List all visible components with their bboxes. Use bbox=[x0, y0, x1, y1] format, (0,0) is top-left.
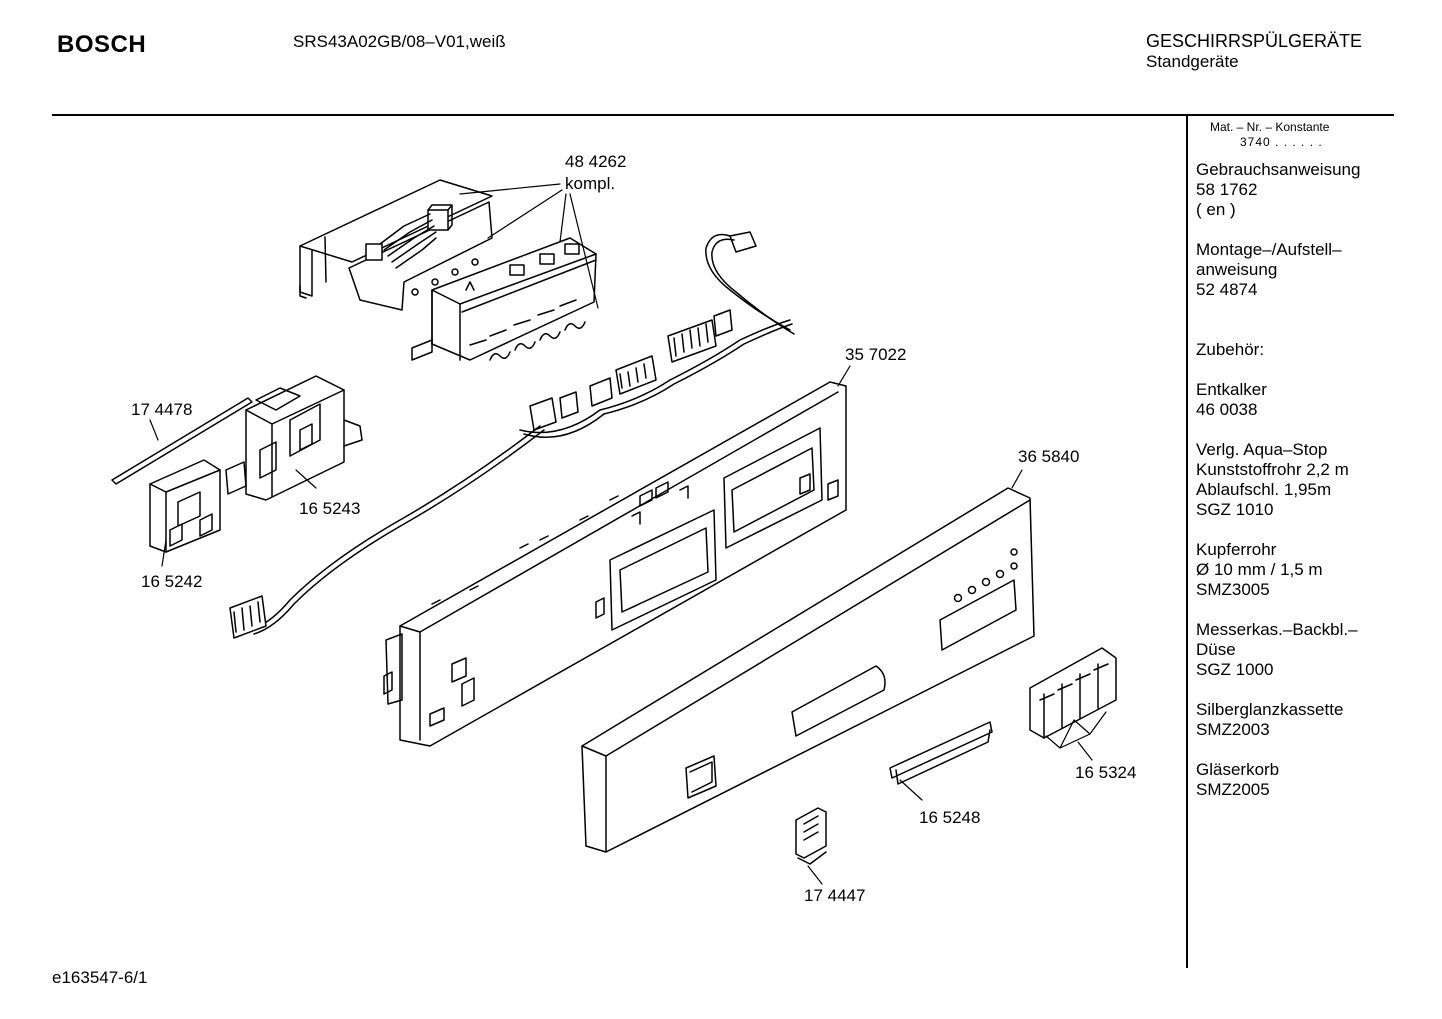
sidebar-line: SMZ2005 bbox=[1196, 780, 1270, 799]
part-label-484262: 48 4262 bbox=[565, 152, 627, 171]
part-note-kompl: kompl. bbox=[565, 174, 616, 193]
part-label-365840: 36 5840 bbox=[1018, 447, 1080, 466]
part-label-165243: 16 5243 bbox=[299, 499, 361, 518]
sidebar-line: Ablaufschl. 1,95m bbox=[1196, 480, 1332, 499]
part-label-174447: 17 4447 bbox=[804, 886, 866, 905]
part-label-357022: 35 7022 bbox=[845, 345, 907, 364]
sidebar-block-copper-pipe: Kupferrohr Ø 10 mm / 1,5 m SMZ3005 bbox=[1196, 540, 1360, 600]
header-divider bbox=[52, 114, 1394, 116]
sidebar-line: anweisung bbox=[1196, 260, 1278, 279]
sidebar-block-installation: Montage–/Aufstell– anweisung 52 4874 bbox=[1196, 240, 1360, 300]
part-label-165324: 16 5324 bbox=[1075, 763, 1137, 782]
sidebar-line: Gebrauchsanweisung bbox=[1196, 160, 1361, 179]
model-number: SRS43A02GB/08–V01,weiß bbox=[293, 32, 506, 51]
sidebar-block-silver-cassette: Silberglanzkassette SMZ2003 bbox=[1196, 700, 1360, 740]
brand-logo: BOSCH bbox=[57, 31, 147, 58]
mat-nr-label: Mat. – Nr. – Konstante bbox=[1210, 120, 1330, 134]
electronic-module bbox=[299, 179, 597, 361]
sidebar-line: 52 4874 bbox=[1196, 280, 1258, 299]
sidebar-line: 58 1762 bbox=[1196, 180, 1258, 199]
sidebar-line: Verlg. Aqua–Stop bbox=[1196, 440, 1328, 459]
category-title: GESCHIRRSPÜLGERÄTE bbox=[1146, 31, 1363, 51]
sidebar-line: SMZ2003 bbox=[1196, 720, 1270, 739]
sidebar-line: Entkalker bbox=[1196, 380, 1267, 399]
cable-harness bbox=[229, 231, 795, 639]
mat-nr-value: 3740 . . . . . . bbox=[1240, 135, 1323, 149]
sidebar-line: Messerkas.–Backbl.– bbox=[1196, 620, 1358, 639]
sidebar-line: SGZ 1010 bbox=[1196, 500, 1274, 519]
sidebar-line: 46 0038 bbox=[1196, 400, 1258, 419]
sidebar-block-manual: Gebrauchsanweisung 58 1762 ( en ) bbox=[1196, 160, 1360, 220]
front-control-panel bbox=[581, 487, 1035, 853]
document-id: e163547-6/1 bbox=[52, 968, 148, 987]
sidebar-line: Zubehör: bbox=[1196, 340, 1265, 359]
sidebar-info: Gebrauchsanweisung 58 1762 ( en ) Montag… bbox=[1196, 160, 1360, 800]
sidebar-block-nozzle: Messerkas.–Backbl.– Düse SGZ 1000 bbox=[1196, 620, 1360, 680]
sidebar-line: ( en ) bbox=[1196, 200, 1236, 219]
leader-lines bbox=[149, 183, 1107, 885]
small-parts bbox=[795, 647, 1117, 865]
sidebar-line: Düse bbox=[1196, 640, 1236, 659]
sidebar-line: Ø 10 mm / 1,5 m bbox=[1196, 560, 1323, 579]
sidebar-line: Montage–/Aufstell– bbox=[1196, 240, 1342, 259]
subcategory-title: Standgeräte bbox=[1146, 52, 1239, 71]
sidebar-block-glass-basket: Gläserkorb SMZ2005 bbox=[1196, 760, 1360, 800]
sidebar-block-accessories: Zubehör: bbox=[1196, 340, 1360, 360]
part-label-174478: 17 4478 bbox=[131, 400, 193, 419]
sidebar-line: Silberglanzkassette bbox=[1196, 700, 1344, 719]
switch-housings bbox=[111, 375, 363, 553]
sidebar-line: Gläserkorb bbox=[1196, 760, 1280, 779]
sidebar-line: SGZ 1000 bbox=[1196, 660, 1274, 679]
inner-panel-frame bbox=[383, 381, 847, 747]
part-label-165248: 16 5248 bbox=[919, 808, 981, 827]
sidebar-block-aquastop: Verlg. Aqua–Stop Kunststoffrohr 2,2 m Ab… bbox=[1196, 440, 1360, 520]
sidebar-block-descaler: Entkalker 46 0038 bbox=[1196, 380, 1360, 420]
sidebar-line: Kunststoffrohr 2,2 m bbox=[1196, 460, 1349, 479]
sidebar-divider bbox=[1186, 116, 1188, 968]
sidebar-line: Kupferrohr bbox=[1196, 540, 1277, 559]
sidebar-line: SMZ3005 bbox=[1196, 580, 1270, 599]
part-label-165242: 16 5242 bbox=[141, 572, 203, 591]
